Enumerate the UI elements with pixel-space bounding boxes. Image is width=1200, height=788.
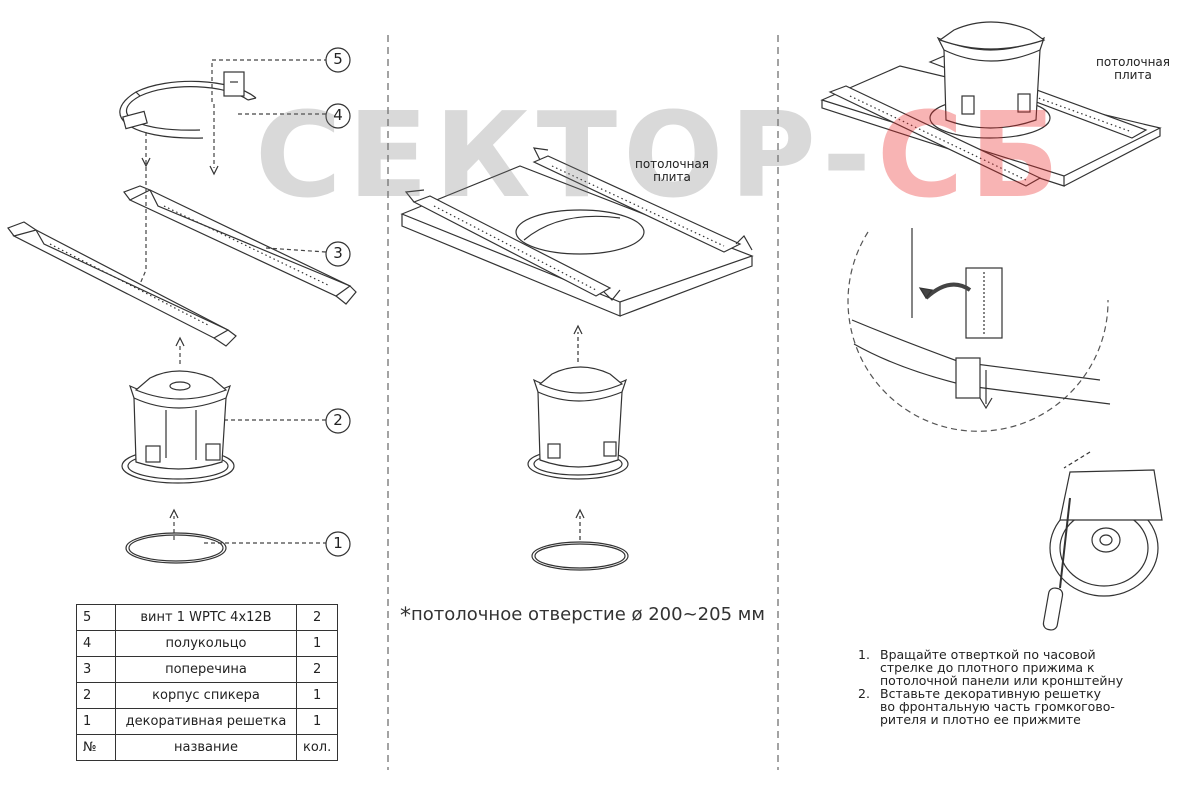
zoom-detail-circle [847,231,1109,432]
callout-5: 5 [333,50,343,68]
callout-4: 4 [333,106,343,124]
callout-2-circle [325,408,351,434]
half-ring [119,71,257,139]
callout-2: 2 [333,411,343,429]
speaker-body-right-top [936,21,1046,129]
ceiling-tile-middle [400,147,754,317]
crossbar-rail-right [123,185,357,305]
callout-5-circle [325,47,351,73]
grille-ring-middle [531,541,629,571]
parts-table: 5 винт 1 WPTC 4x12B 2 4 полукольцо 1 3 п… [76,604,339,761]
table-row: 2 корпус спикера 1 [76,682,339,709]
callout-4-circle [325,103,351,129]
speaker-body-middle [527,366,629,480]
watermark: СЕКТОР-СБ [255,86,1066,224]
table-row: 3 поперечина 2 [76,656,339,683]
table-row: 5 винт 1 WPTC 4x12B 2 [76,604,339,631]
zoom-detail-content [851,228,1111,410]
callout-1-circle [325,531,351,557]
speaker-with-screwdriver [1042,469,1163,631]
callout-3: 3 [333,244,343,262]
table-row: 1 декоративная решетка 1 [76,708,339,735]
table-header-row: № название кол. [76,734,339,761]
table-row: 4 полукольцо 1 [76,630,339,657]
ceiling-hole-note: *потолочное отверстие ø 200~205 мм [400,604,765,629]
grille-ring-left [125,532,227,564]
crossbar-rail-left [7,221,237,347]
speaker-body-left [121,370,235,484]
callout-1: 1 [333,534,343,552]
callout-3-circle [325,241,351,267]
